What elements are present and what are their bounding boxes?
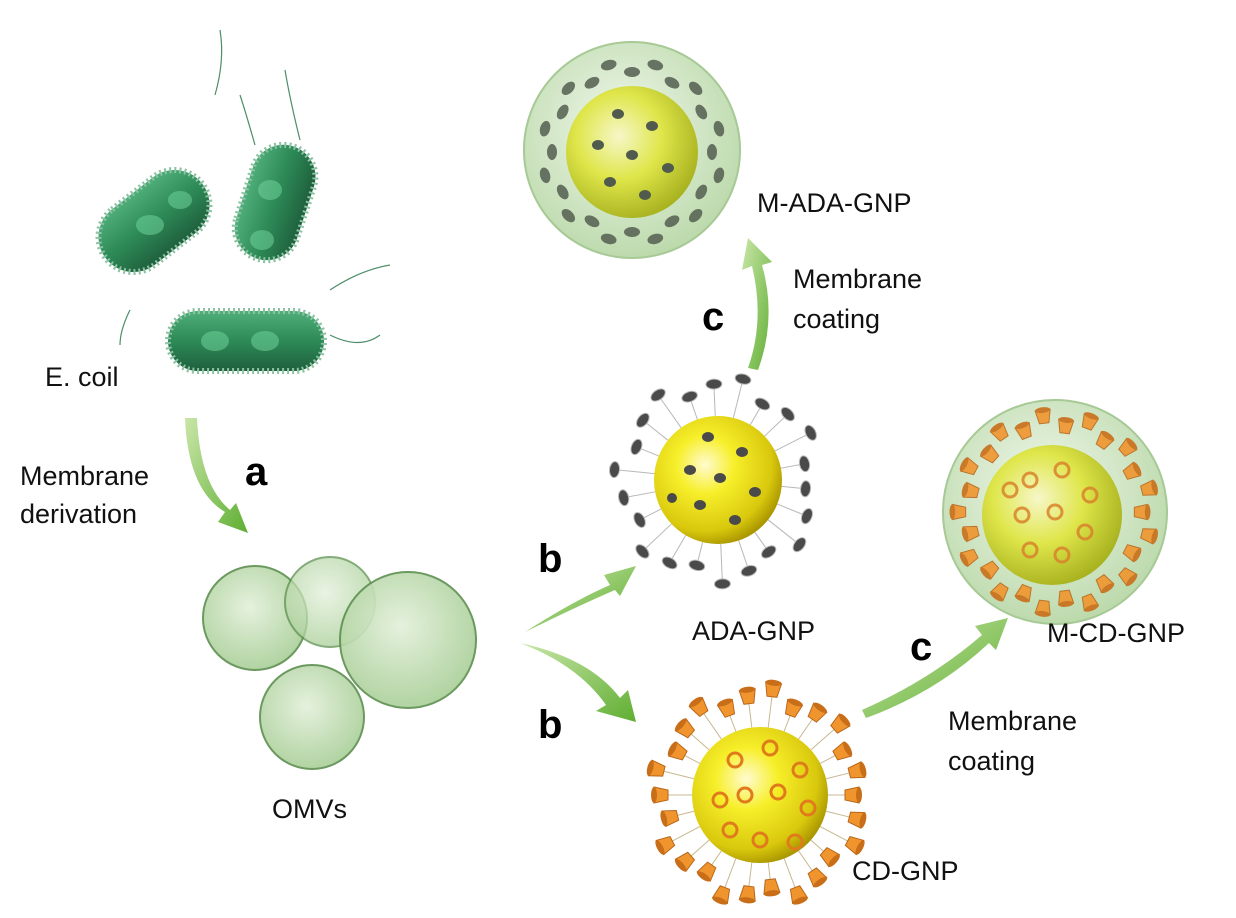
membrane-coating-upper-line1: Membrane	[793, 264, 922, 294]
membrane-derivation-label-line2: derivation	[20, 499, 137, 529]
ada-gnp-label: ADA-GNP	[692, 616, 815, 646]
membrane-derivation-label-line1: Membrane	[20, 461, 149, 491]
omv-vesicles-icon	[202, 556, 477, 770]
arrow-a	[185, 418, 248, 533]
arrow-c-upper	[742, 238, 772, 370]
m-cd-gnp-label: M-CD-GNP	[1047, 618, 1185, 648]
cd-gnp-label: CD-GNP	[852, 856, 959, 886]
omvs-label: OMVs	[272, 794, 347, 824]
m-cd-gnp-particle-icon	[942, 399, 1168, 625]
m-ada-gnp-label: M-ADA-GNP	[757, 188, 912, 218]
membrane-coating-upper-line2: coating	[793, 304, 880, 334]
step-b-lower-label: b	[538, 703, 562, 747]
step-a-label: a	[245, 450, 268, 494]
step-c-lower-label: c	[910, 625, 932, 669]
arrow-c-lower	[862, 618, 1008, 718]
cd-gnp-particle-icon	[646, 679, 867, 905]
ecoli-label: E. coil	[45, 362, 119, 392]
m-ada-gnp-particle-icon	[523, 41, 741, 259]
ecoli-bacteria-icon	[95, 29, 391, 374]
arrow-b-upper	[525, 566, 636, 632]
step-b-upper-label: b	[538, 537, 562, 581]
step-c-upper-label: c	[702, 295, 724, 339]
membrane-coating-lower-line2: coating	[948, 746, 1035, 776]
ada-gnp-particle-icon	[608, 373, 817, 590]
membrane-coating-lower-line1: Membrane	[948, 706, 1077, 736]
arrow-b-lower	[520, 643, 636, 722]
